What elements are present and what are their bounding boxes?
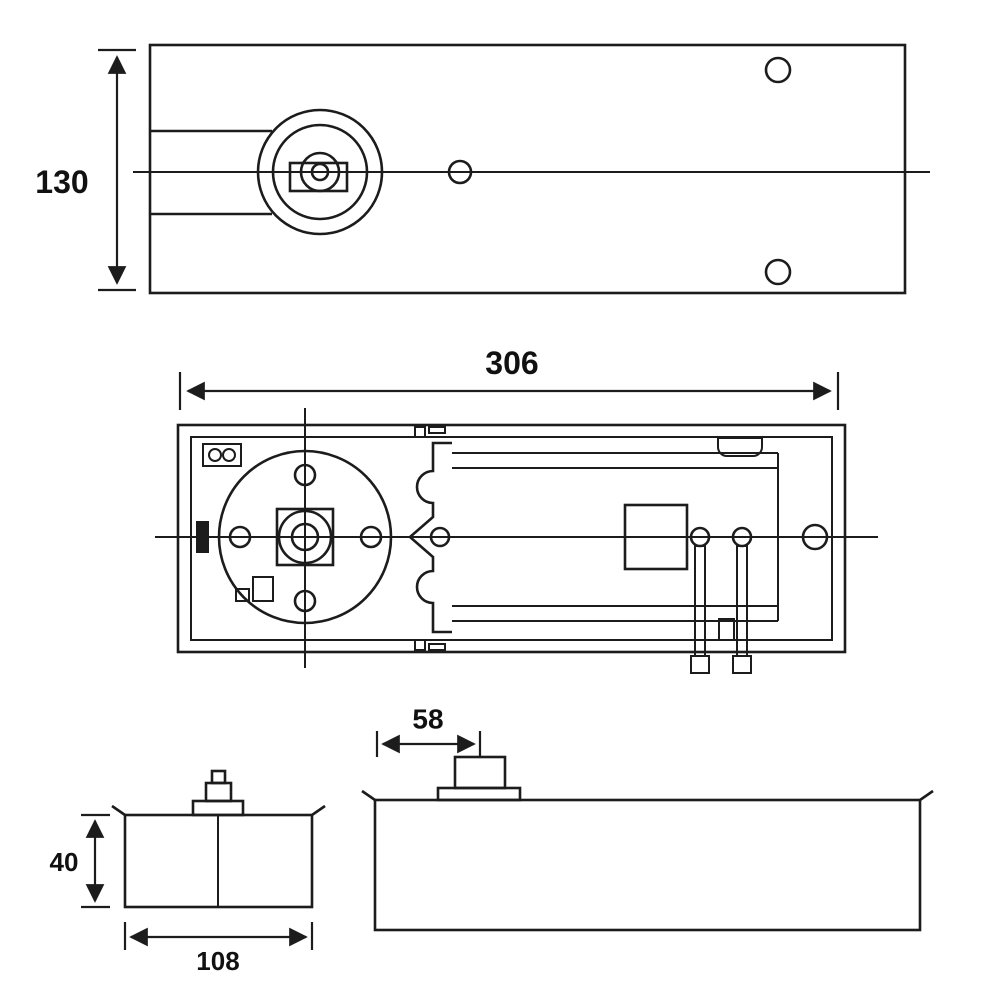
- cam-hole-bottom: [293, 589, 317, 613]
- end-view-chamfer-left: [111, 804, 126, 817]
- retainer-circle-1: [208, 448, 222, 462]
- roller-circle: [429, 526, 451, 548]
- valve-stem-1-head: [690, 655, 710, 674]
- spindle-middle-circle: [271, 123, 369, 221]
- dim-40-label: 40: [50, 847, 79, 877]
- dimension-40: 40: [50, 813, 110, 909]
- dim-58-label: 58: [412, 704, 443, 735]
- cam-hole-left: [228, 525, 252, 549]
- step-large-rect: [252, 576, 274, 602]
- lower-left-step-detail: [235, 576, 274, 602]
- fixing-hole-center: [447, 159, 473, 185]
- step-small-rect: [235, 588, 250, 602]
- clip-top-1: [414, 426, 426, 438]
- dimension-58: 58: [375, 704, 482, 757]
- side-view-chamfer-left: [361, 789, 376, 802]
- valve-stem-2-head: [732, 655, 752, 674]
- dim-108-label: 108: [196, 946, 239, 976]
- end-view-spindle: [191, 769, 245, 817]
- fixing-hole-top-right: [764, 56, 792, 84]
- dim-306-label: 306: [485, 345, 538, 381]
- left-anchor-block: [196, 521, 209, 553]
- valve-stems: [689, 526, 753, 674]
- spindle-block: [204, 781, 233, 803]
- cam-hole-top: [293, 463, 317, 487]
- dimension-108: 108: [123, 922, 314, 976]
- spindle-flange: [191, 799, 245, 817]
- clip-top-2: [428, 426, 446, 434]
- valve-block: [623, 503, 689, 571]
- dimension-130: 130: [35, 48, 136, 292]
- spindle-bearing-outer: [277, 509, 333, 565]
- plan-body-outline: [176, 423, 847, 654]
- dimension-306: 306: [178, 345, 840, 410]
- plan-view: 306: [155, 345, 878, 674]
- spindle-outer-circle: [256, 108, 384, 236]
- spindle-housing-rect: [288, 161, 349, 193]
- spindle-bearing-inner: [290, 522, 320, 552]
- side-view: 58: [361, 704, 934, 932]
- side-view-chamfer-right: [919, 789, 934, 802]
- clip-bottom-1: [414, 639, 426, 651]
- end-view: 40 108: [50, 769, 326, 976]
- end-view-chamfer-right: [311, 804, 326, 817]
- fixing-hole-bottom-right: [764, 258, 792, 286]
- spring-housing-rails: [452, 452, 779, 622]
- cam-follower-profile: [408, 441, 452, 634]
- dim-130-label: 130: [35, 164, 88, 200]
- plan-inner-plate: [190, 436, 833, 641]
- top-view: 130: [35, 43, 930, 295]
- top-view-body-outline: [148, 43, 907, 295]
- bottom-right-tab: [718, 618, 735, 641]
- edge-clips: [414, 426, 446, 651]
- retainer-circle-2: [222, 448, 236, 462]
- spindle-square: [275, 507, 335, 567]
- spindle-flange: [436, 786, 522, 802]
- cam-plate-circle: [217, 449, 393, 625]
- end-fixing-hole: [801, 523, 829, 551]
- side-view-spindle: [436, 755, 522, 802]
- retainer-box: [202, 443, 242, 467]
- top-right-tab: [717, 437, 763, 457]
- spring-retainer-detail: [202, 443, 242, 467]
- side-view-body: [373, 798, 922, 932]
- spindle-block: [453, 755, 507, 790]
- clip-bottom-2: [428, 643, 446, 651]
- spindle-stub: [210, 769, 227, 785]
- cam-hole-right: [359, 525, 383, 549]
